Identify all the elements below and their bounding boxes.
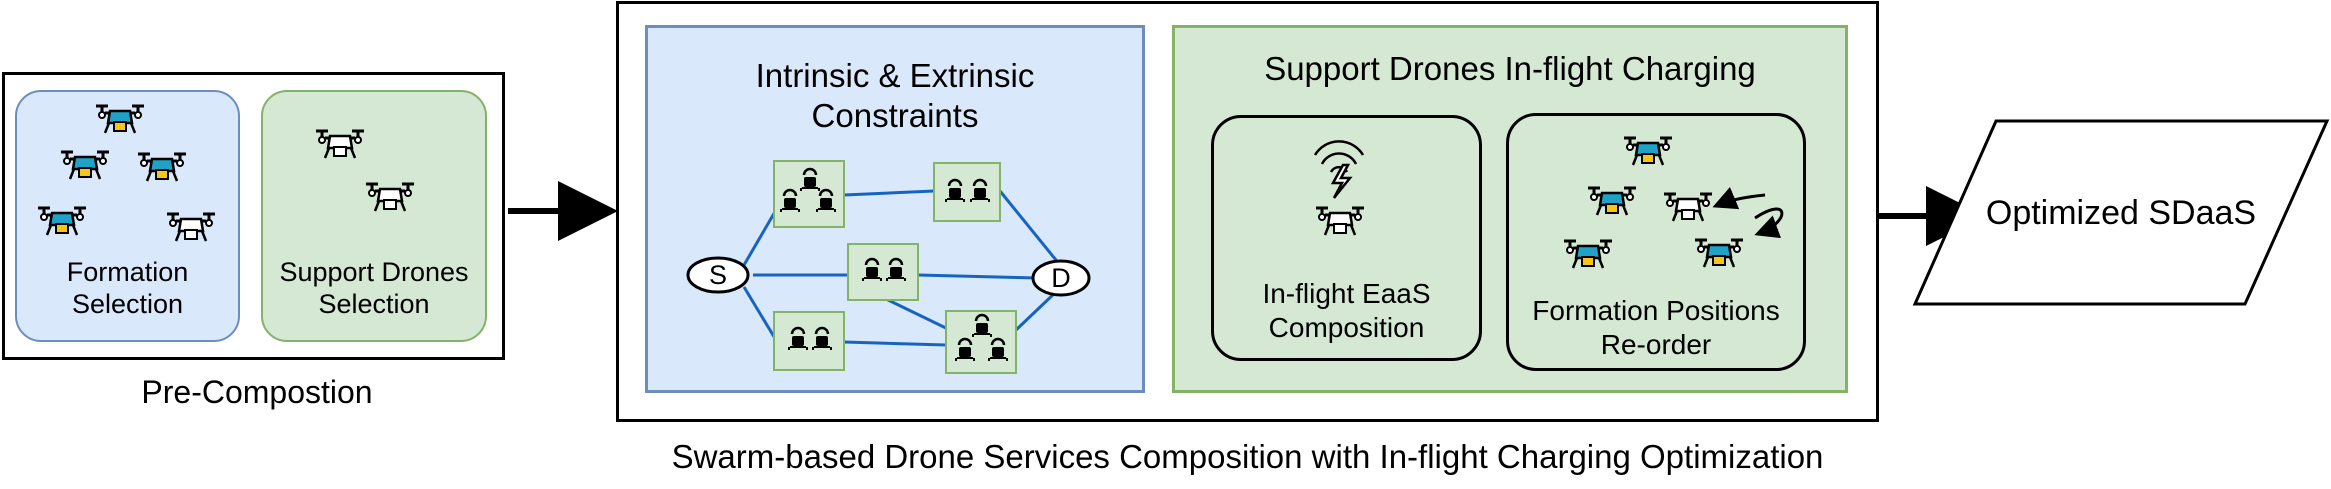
formation-drone-icon bbox=[59, 150, 111, 181]
source-node bbox=[686, 256, 750, 294]
optimized-sdaas-shape bbox=[1912, 119, 2330, 306]
charging-drone-icon bbox=[1314, 206, 1366, 237]
eaas-composition-label: In-flight EaaS Composition bbox=[1262, 278, 1431, 343]
wireless-charging-icon bbox=[1313, 140, 1365, 199]
reorder-drone-icon bbox=[1562, 239, 1614, 270]
reorder-drone-icon bbox=[1586, 186, 1638, 217]
network-edges bbox=[742, 189, 1062, 347]
support-drone-icon bbox=[314, 129, 366, 160]
network-node-5 bbox=[945, 310, 1017, 374]
support-drones-selection-box bbox=[261, 90, 487, 342]
swarm-composition-caption: Swarm-based Drone Services Composition w… bbox=[671, 438, 1824, 475]
support-drone-icon bbox=[364, 182, 416, 213]
formation-drone-icon bbox=[94, 104, 146, 135]
constraints-title: Intrinsic & Extrinsic Constraints bbox=[755, 57, 1035, 134]
formation-drone-icon bbox=[136, 152, 188, 183]
charging-title: Support Drones In-flight Charging bbox=[1264, 50, 1756, 87]
network-node-1 bbox=[773, 160, 845, 228]
constraints-panel bbox=[645, 25, 1145, 393]
support-drones-selection-label: Support Drones Selection bbox=[279, 257, 469, 320]
destination-node-label: D bbox=[1051, 263, 1071, 293]
network-node-4 bbox=[773, 311, 845, 371]
formation-selection-label: Formation Selection bbox=[66, 257, 189, 320]
reorder-support-drone-icon bbox=[1662, 192, 1714, 223]
formation-reorder-label: Formation Positions Re-order bbox=[1532, 295, 1780, 360]
reorder-arrow-down bbox=[1754, 207, 1784, 239]
reorder-drone-icon bbox=[1693, 238, 1745, 269]
reorder-drone-icon bbox=[1622, 136, 1674, 167]
formation-drone-outline-icon bbox=[165, 212, 217, 243]
formation-drone-icon bbox=[36, 206, 88, 237]
reorder-arrow-left bbox=[1712, 187, 1766, 210]
source-node-label: S bbox=[708, 260, 727, 290]
network-node-2 bbox=[933, 162, 1001, 222]
network-node-3 bbox=[847, 243, 919, 301]
pre-composition-caption: Pre-Compostion bbox=[141, 374, 373, 410]
optimized-sdaas-label: Optimized SDaaS bbox=[1985, 194, 2257, 232]
destination-node bbox=[1031, 259, 1091, 297]
